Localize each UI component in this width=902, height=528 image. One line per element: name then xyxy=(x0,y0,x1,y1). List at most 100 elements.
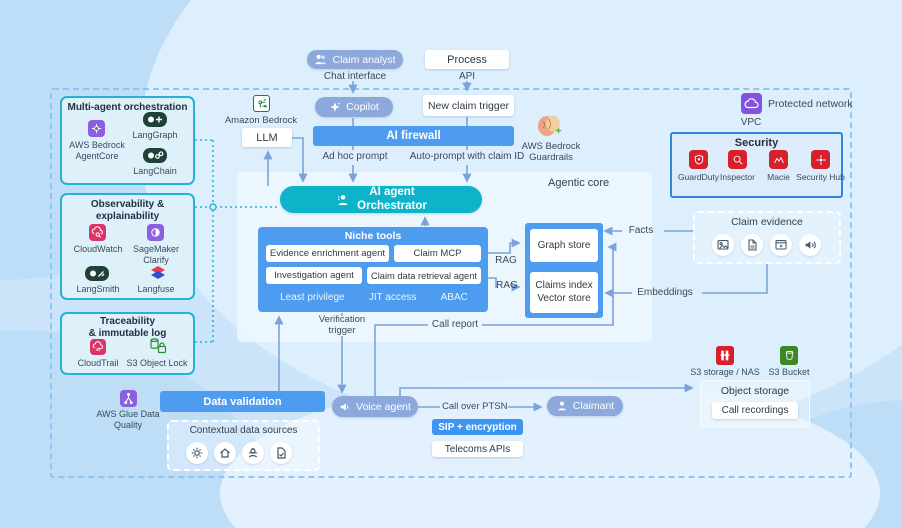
ai-firewall-label: AI firewall xyxy=(386,130,441,142)
orchestrator-label-line1: AI agent xyxy=(369,186,415,199)
panel-multi-agent-orchestration xyxy=(60,96,195,185)
property-source-icon xyxy=(214,442,236,464)
sip-encryption-bar: SIP + encryption xyxy=(432,419,523,435)
voice-agent-pill: Voice agent xyxy=(332,396,418,417)
copilot-label: Copilot xyxy=(346,101,379,113)
s3-bucket-label: S3 Bucket xyxy=(768,367,810,377)
cloudwatch-label: CloudWatch xyxy=(73,244,123,254)
panel3-title-line1: Traceability xyxy=(99,316,156,327)
call-report-label: Call report xyxy=(431,319,479,330)
claimant-label: Claimant xyxy=(572,400,615,412)
glue-data-quality-icon xyxy=(120,390,137,407)
copilot-sparkle-icon xyxy=(329,101,341,113)
amazon-bedrock-label: Amazon Bedrock xyxy=(224,115,298,126)
langfuse-icon xyxy=(149,264,167,281)
protected-network-boundary xyxy=(50,88,852,478)
claim-mcp-label: Claim MCP xyxy=(413,248,462,259)
guardduty-icon xyxy=(689,150,708,169)
guardduty-label: GuardDuty xyxy=(677,172,720,182)
process-label: Process xyxy=(447,53,487,66)
ai-agent-orchestrator-pill: AI agent Orchestrator xyxy=(280,186,482,213)
claims-index-label: Claims index xyxy=(535,280,593,291)
sagemaker-clarify-label: SageMaker Clarify xyxy=(132,244,180,265)
langchain-icon xyxy=(143,148,167,163)
langgraph-label: LangGraph xyxy=(132,130,178,140)
evidence-enrichment-agent-label: Evidence enrichment agent xyxy=(269,248,386,259)
investigation-agent-node: Investigation agent xyxy=(266,267,362,284)
s3-nas-icon xyxy=(716,346,734,365)
data-validation-bar: Data validation xyxy=(160,391,325,412)
ad-hoc-prompt-label: Ad hoc prompt xyxy=(322,151,388,162)
claim-analyst-pill: Claim analyst xyxy=(307,50,403,69)
abac-badge: ABAC xyxy=(440,292,468,303)
jit-access-badge: JIT access xyxy=(368,292,417,303)
weather-source-icon xyxy=(186,442,208,464)
cloudtrail-label: CloudTrail xyxy=(77,358,119,368)
records-source-icon xyxy=(270,442,292,464)
cloudtrail-icon xyxy=(90,339,106,355)
voice-agent-speaker-icon xyxy=(339,401,351,413)
bedrock-agentcore-label: AWS Bedrock AgentCore xyxy=(69,140,125,161)
panel-observability xyxy=(60,193,195,300)
data-validation-label: Data validation xyxy=(203,395,282,408)
graph-store-label: Graph store xyxy=(537,240,591,251)
langgraph-icon xyxy=(143,112,167,127)
verification-trigger-label: Verification trigger xyxy=(318,314,366,337)
inspector-icon xyxy=(728,150,747,169)
agentic-core-label: Agentic core xyxy=(548,177,610,189)
chat-interface-label: Chat interface xyxy=(323,71,387,82)
claim-analyst-icon xyxy=(314,54,327,65)
macie-icon xyxy=(769,150,788,169)
graph-store-node: Graph store xyxy=(530,229,598,262)
evidence-video-icon xyxy=(770,234,792,256)
security-hub-icon xyxy=(811,150,830,169)
fraud-source-icon xyxy=(242,442,264,464)
niche-tools-title: Niche tools xyxy=(344,230,402,242)
claim-mcp-node: Claim MCP xyxy=(394,245,481,262)
rag-top-label: RAG xyxy=(495,255,517,266)
process-node: Process xyxy=(425,50,509,69)
claimant-person-icon xyxy=(556,400,568,412)
orchestrator-label-line2: Orchestrator xyxy=(357,199,427,212)
langfuse-label: Langfuse xyxy=(137,284,175,294)
investigation-agent-label: Investigation agent xyxy=(274,270,354,281)
claim-analyst-label: Claim analyst xyxy=(332,53,396,66)
panel-traceability xyxy=(60,312,195,375)
panel1-title: Multi-agent orchestration xyxy=(67,102,188,113)
vector-store-label: Vector store xyxy=(537,292,591,304)
object-storage-title: Object storage xyxy=(720,385,790,397)
claim-data-retrieval-agent-label: Claim data retrieval agent xyxy=(371,270,477,281)
evidence-image-icon xyxy=(712,234,734,256)
new-claim-trigger-label: New claim trigger xyxy=(427,99,510,112)
niche-tools-badges: Least privilege JIT access ABAC xyxy=(268,292,480,303)
auto-prompt-label: Auto-prompt with claim ID xyxy=(409,151,525,162)
langsmith-label: LangSmith xyxy=(76,284,120,294)
contextual-data-sources-label: Contextual data sources xyxy=(189,425,298,436)
macie-label: Macie xyxy=(767,172,790,182)
ai-firewall-bar: AI firewall xyxy=(313,126,514,146)
call-recordings-node: Call recordings xyxy=(712,402,798,419)
sip-encryption-label: SIP + encryption xyxy=(438,421,517,433)
facts-label: Facts xyxy=(628,225,654,236)
copilot-pill: Copilot xyxy=(315,97,393,117)
cloudwatch-icon xyxy=(89,224,106,241)
bedrock-guardrails-icon xyxy=(536,113,564,139)
claim-evidence-title: Claim evidence xyxy=(731,216,803,228)
llm-label: LLM xyxy=(256,131,278,144)
voice-agent-label: Voice agent xyxy=(356,400,411,413)
telecoms-apis-label: Telecoms APIs xyxy=(444,443,511,455)
security-hub-label: Security Hub xyxy=(796,172,845,182)
langsmith-icon xyxy=(85,266,109,281)
panel2-title: Observability & explainability xyxy=(90,199,165,222)
llm-node: LLM xyxy=(242,128,292,147)
orchestrator-person-icon xyxy=(335,193,350,207)
bedrock-guardrails-label: AWS Bedrock Guardrails xyxy=(521,141,581,164)
telecoms-apis-node: Telecoms APIs xyxy=(432,441,523,457)
protected-network-label: Protected network xyxy=(768,98,853,110)
inspector-label: Inspector xyxy=(720,172,755,182)
evidence-audio-icon xyxy=(799,234,821,256)
s3-object-lock-icon xyxy=(148,337,167,355)
call-recordings-label: Call recordings xyxy=(721,405,789,416)
vpc-icon xyxy=(741,93,762,114)
